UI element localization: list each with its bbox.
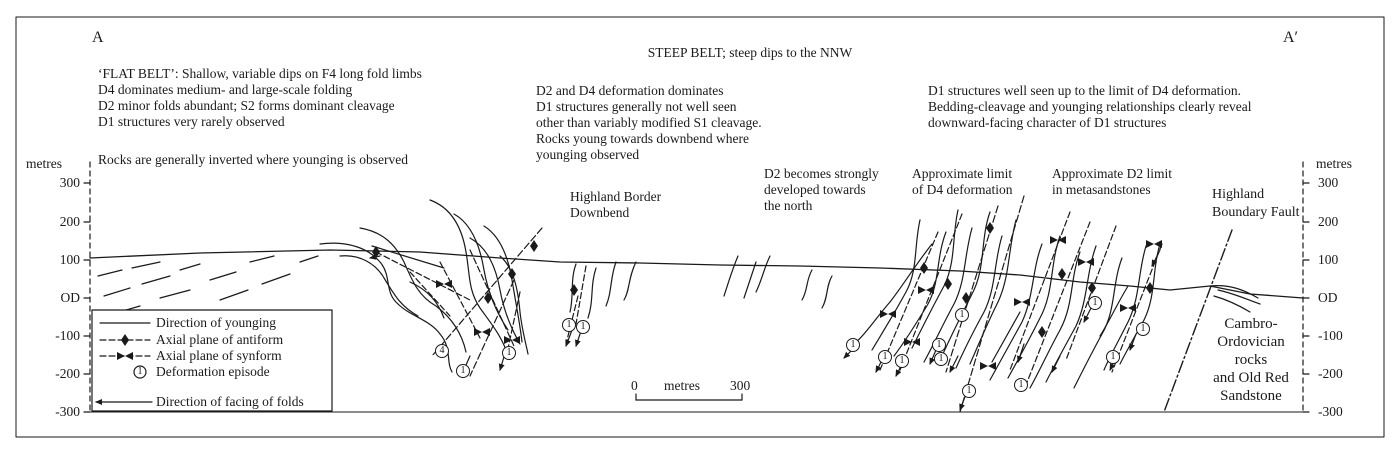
section-end-left: A [92, 29, 104, 46]
legend [91, 309, 333, 412]
d4-limit-line: Approximate limit [912, 166, 1013, 181]
antiform-symbols [372, 222, 1154, 338]
downbend-label: Highland Border Downbend [570, 189, 661, 221]
d4-limit-label: Approximate limit of D4 deformation [912, 166, 1012, 198]
right-axis-tick: -100 [1318, 328, 1343, 343]
episode-marker: 1 [1088, 296, 1102, 310]
right-axis-tick: 300 [1318, 175, 1339, 190]
d2-north-line: D2 becomes strongly [764, 166, 879, 181]
d2-north-line: developed towards [764, 182, 866, 197]
middle-note-line: Rocks young towards downbend where [536, 131, 749, 146]
rocks-line: Cambro- [1224, 316, 1278, 332]
left-axis-tick: 100 [59, 252, 80, 267]
highland-boundary-fault [1163, 229, 1261, 413]
episode-marker: 1 [846, 338, 860, 352]
rocks-line: Sandstone [1220, 388, 1282, 404]
episode-marker: 4 [435, 344, 449, 358]
d2-limit-label: Approximate D2 limit in metasandstones [1052, 166, 1172, 198]
scale-bar-unit: metres [664, 378, 700, 393]
legend-label-synform: Axial plane of synform [156, 348, 282, 363]
middle-notes: D2 and D4 deformation dominates D1 struc… [536, 83, 762, 163]
folded-strata-left [319, 199, 529, 373]
rocks-line: and Old Red [1213, 370, 1289, 386]
d2-limit-line: Approximate D2 limit [1052, 166, 1172, 181]
right-note-line: downward-facing character of D1 structur… [928, 115, 1167, 130]
rocks-line: rocks [1234, 352, 1268, 368]
d2-north-label: D2 becomes strongly developed towards th… [764, 166, 879, 214]
flat-belt-line: D1 structures very rarely observed [98, 114, 285, 129]
flat-belt-bedding [97, 255, 319, 315]
episode-marker: 1 [962, 384, 976, 398]
episode-marker: 1 [955, 308, 969, 322]
fault-line: Highland [1212, 187, 1265, 202]
legend-title: Direction of younging [156, 315, 276, 330]
right-elevation-axis [1302, 161, 1310, 414]
flat-belt-line: D2 minor folds abundant; S2 forms domina… [98, 98, 395, 113]
d4-limit-line: of D4 deformation [912, 182, 1013, 197]
legend-label-facing: Direction of facing of folds [156, 394, 304, 409]
fault-line: Boundary Fault [1212, 205, 1300, 220]
episode-marker: 1 [878, 350, 892, 364]
episode-marker: 1 [1136, 322, 1150, 336]
right-axis-unit: metres [1316, 156, 1352, 171]
episode-marker: 1 [502, 346, 516, 360]
flat-belt-line: D4 dominates medium- and large-scale fol… [98, 82, 353, 97]
right-axis-tick: 100 [1318, 252, 1339, 267]
left-axis-tick: 200 [59, 214, 80, 229]
scale-bar [635, 393, 743, 401]
right-note-line: Bedding-cleavage and younging relationsh… [928, 99, 1252, 114]
figure-frame [15, 16, 1385, 438]
left-axis-unit: metres [26, 156, 62, 171]
middle-note-line: D1 structures generally not well seen [536, 99, 737, 114]
episode-marker: 1 [456, 364, 470, 378]
middle-note-line: younging observed [536, 147, 640, 162]
middle-note-line: other than variably modified S1 cleavage… [536, 115, 762, 130]
synform-symbols [436, 236, 1162, 370]
inverted-note: Rocks are generally inverted where young… [98, 152, 409, 167]
right-axis-tick: -300 [1318, 404, 1343, 419]
d2-limit-line: in metasandstones [1052, 182, 1151, 197]
right-axis-tick: 200 [1318, 214, 1339, 229]
d2-north-line: the north [764, 198, 813, 213]
middle-belt-strata [565, 255, 833, 345]
rocks-label: Cambro- Ordovician rocks and Old Red San… [1196, 315, 1306, 405]
episode-marker: 1 [895, 354, 909, 368]
section-end-right: A′ [1283, 29, 1299, 46]
left-axis-tick: -300 [55, 404, 80, 419]
episode-marker: 1 [934, 352, 948, 366]
left-axis-tick: 300 [59, 175, 80, 190]
right-axis-tick: OD [1318, 290, 1338, 305]
legend-episode-glyph: 1 [137, 366, 143, 377]
left-axis-tick: -100 [55, 328, 80, 343]
downbend-line: Highland Border [570, 189, 662, 204]
middle-note-line: D2 and D4 deformation dominates [536, 83, 724, 98]
left-axis-tick: -200 [55, 366, 80, 381]
episode-marker: 1 [562, 318, 576, 332]
flat-belt-notes: ‘FLAT BELT’: Shallow, variable dips on F… [98, 66, 422, 130]
legend-label-episode: Deformation episode [156, 364, 270, 379]
left-axis-tick: OD [60, 290, 81, 305]
scale-bar-end: 300 [730, 378, 751, 393]
ground-surface-profile [89, 249, 1304, 299]
rocks-line: Ordovician [1217, 334, 1285, 350]
scale-bar-start: 0 [631, 378, 638, 393]
left-elevation-axis [83, 161, 91, 414]
legend-label-antiform: Axial plane of antiform [156, 332, 284, 347]
downbend-line: Downbend [570, 205, 630, 220]
fault-label: Highland Boundary Fault [1212, 186, 1300, 222]
right-axis-tick: -200 [1318, 366, 1343, 381]
episode-marker: 1 [932, 338, 946, 352]
episode-marker: 1 [1106, 350, 1120, 364]
right-note-line: D1 structures well seen up to the limit … [928, 83, 1242, 98]
steep-belt-title: STEEP BELT; steep dips to the NNW [647, 45, 853, 60]
flat-belt-line: ‘FLAT BELT’: Shallow, variable dips on F… [98, 66, 422, 81]
episode-marker: 1 [1014, 378, 1028, 392]
right-notes: D1 structures well seen up to the limit … [928, 83, 1252, 131]
episode-marker: 1 [576, 320, 590, 334]
